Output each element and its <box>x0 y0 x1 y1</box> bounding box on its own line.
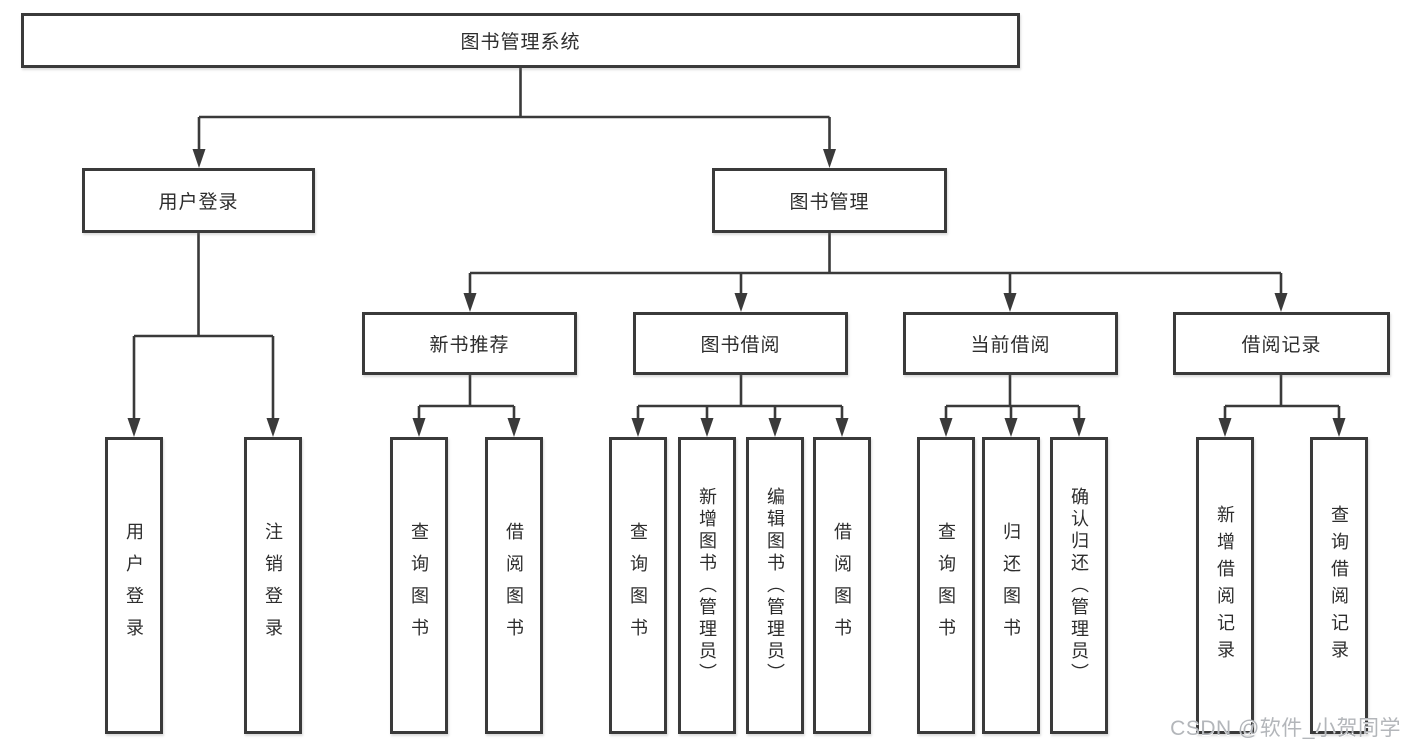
leaf-edit-books-admin-label: 编辑图书（管理员） <box>765 486 785 685</box>
leaf-add-borrow-record-label: 新增借阅记录 <box>1215 504 1235 667</box>
leaf-return-books-label: 归还图书 <box>1001 521 1021 650</box>
leaf-user-login-label: 用户登录 <box>124 521 144 650</box>
node-new-book-recommendation: 新书推荐 <box>362 312 577 375</box>
leaf-query-borrow-record: 查询借阅记录 <box>1310 437 1368 734</box>
leaf-query-books-borrowing-label: 查询图书 <box>628 521 648 650</box>
leaf-borrow-books-recommend: 借阅图书 <box>485 437 543 734</box>
node-borrowing-records: 借阅记录 <box>1173 312 1390 375</box>
leaf-query-books-recommend-label: 查询图书 <box>409 521 429 650</box>
leaf-confirm-return-admin-label: 确认归还（管理员） <box>1069 486 1089 685</box>
leaf-query-books-current-label: 查询图书 <box>936 521 956 650</box>
leaf-query-borrow-record-label: 查询借阅记录 <box>1329 504 1349 667</box>
root-node-book-management-system: 图书管理系统 <box>21 13 1020 68</box>
node-book-borrowing: 图书借阅 <box>633 312 848 375</box>
node-book-management-label: 图书管理 <box>789 192 870 213</box>
leaf-edit-books-admin: 编辑图书（管理员） <box>746 437 804 734</box>
node-user-login-label: 用户登录 <box>158 192 239 213</box>
leaf-confirm-return-admin: 确认归还（管理员） <box>1050 437 1108 734</box>
leaf-add-books-admin: 新增图书（管理员） <box>678 437 736 734</box>
leaf-user-login: 用户登录 <box>105 437 163 734</box>
leaf-query-books-recommend: 查询图书 <box>390 437 448 734</box>
node-user-login: 用户登录 <box>82 168 315 233</box>
leaf-logout: 注销登录 <box>244 437 302 734</box>
node-borrowing-records-label: 借阅记录 <box>1241 335 1322 356</box>
csdn-watermark: CSDN @软件_小贺同学 <box>1170 717 1401 740</box>
root-node-label: 图书管理系统 <box>460 32 581 53</box>
node-current-borrowing: 当前借阅 <box>903 312 1118 375</box>
leaf-borrow-books-borrowing: 借阅图书 <box>813 437 871 734</box>
leaf-borrow-books-borrowing-label: 借阅图书 <box>832 521 852 650</box>
leaf-query-books-current: 查询图书 <box>917 437 975 734</box>
leaf-add-borrow-record: 新增借阅记录 <box>1196 437 1254 734</box>
leaf-return-books: 归还图书 <box>982 437 1040 734</box>
node-new-book-recommendation-label: 新书推荐 <box>429 335 510 356</box>
node-book-borrowing-label: 图书借阅 <box>700 335 781 356</box>
leaf-logout-label: 注销登录 <box>263 521 283 650</box>
node-book-management: 图书管理 <box>712 168 947 233</box>
leaf-borrow-books-recommend-label: 借阅图书 <box>504 521 524 650</box>
leaf-add-books-admin-label: 新增图书（管理员） <box>697 486 717 685</box>
node-current-borrowing-label: 当前借阅 <box>970 335 1051 356</box>
leaf-query-books-borrowing: 查询图书 <box>609 437 667 734</box>
arrowheads <box>127 149 1346 437</box>
